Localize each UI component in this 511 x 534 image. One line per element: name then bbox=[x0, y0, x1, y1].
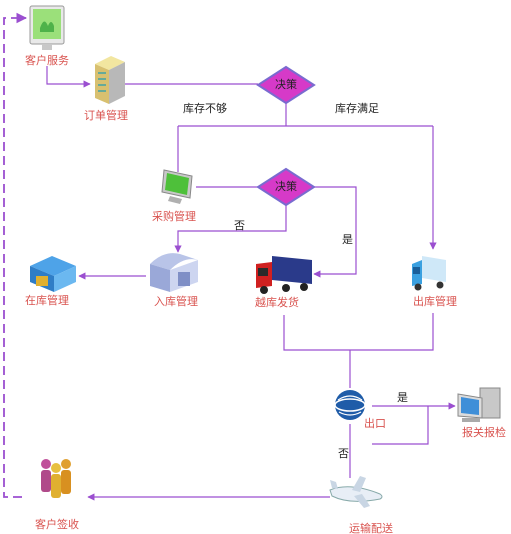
node-purchase-management-label: 采购管理 bbox=[152, 210, 196, 223]
node-customer-service-label: 客户服务 bbox=[25, 54, 69, 67]
monitor-icon bbox=[161, 169, 193, 204]
edge-crossdock-down bbox=[283, 313, 434, 351]
storage-shed-icon bbox=[150, 253, 198, 292]
computer-icon bbox=[457, 387, 501, 422]
node-inbound-management-label: 入库管理 bbox=[154, 295, 198, 308]
edge-decision2-no bbox=[174, 205, 287, 253]
decision-2-label: 决策 bbox=[275, 180, 297, 193]
monitor-hand-icon bbox=[29, 5, 65, 50]
edge-label-yes-1: 是 bbox=[342, 233, 353, 246]
edge-label-stock-sufficient: 库存满足 bbox=[335, 102, 379, 115]
airplane-icon bbox=[329, 476, 383, 508]
edge-decision2-yes bbox=[313, 186, 357, 278]
decision-2-diamond bbox=[256, 167, 316, 207]
server-tower-icon bbox=[95, 56, 125, 104]
edge-customs-return bbox=[372, 406, 429, 445]
edge-receipt-to-service-dashed bbox=[3, 12, 28, 498]
node-inventory-management-label: 在库管理 bbox=[25, 294, 69, 307]
truck-icon bbox=[256, 256, 312, 294]
edge-label-no-2: 否 bbox=[338, 447, 349, 460]
node-cross-dock-shipping-label: 越库发货 bbox=[255, 296, 299, 309]
node-transport-delivery-label: 运输配送 bbox=[349, 522, 393, 534]
edge-service-to-order bbox=[46, 66, 91, 88]
edge-label-stock-insufficient: 库存不够 bbox=[183, 102, 227, 115]
node-order-management-label: 订单管理 bbox=[84, 109, 128, 122]
decision-1-label: 决策 bbox=[275, 78, 297, 91]
node-exit-label: 出口 bbox=[364, 417, 386, 430]
decision-1-diamond bbox=[256, 65, 316, 105]
edge-label-no-1: 否 bbox=[234, 219, 245, 232]
node-customer-receipt-label: 客户签收 bbox=[35, 518, 79, 531]
edge-label-yes-2: 是 bbox=[397, 391, 408, 404]
warehouse-icon bbox=[30, 256, 76, 292]
delivery-van-icon bbox=[412, 256, 446, 291]
node-outbound-management-label: 出库管理 bbox=[413, 295, 457, 308]
node-customs-declaration-label: 报关报检 bbox=[462, 426, 506, 439]
people-icon bbox=[41, 459, 71, 498]
globe-icon bbox=[334, 390, 366, 420]
